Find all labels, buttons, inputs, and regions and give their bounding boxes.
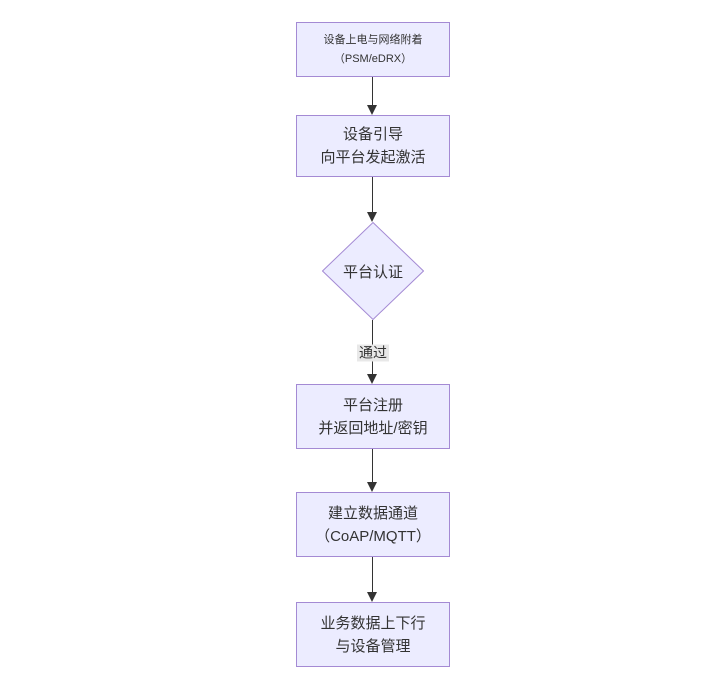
edge-arrow-4-shaft [372,449,373,483]
edge-arrow-1-shaft [372,77,373,106]
arrowhead-down-icon [367,105,377,115]
arrowhead-down-icon [367,482,377,492]
arrowhead-down-icon [367,374,377,384]
diamond-shape [322,222,424,320]
node-business-data: 业务数据上下行 与设备管理 [296,602,450,667]
node-device-power-attach: 设备上电与网络附着 （PSM/eDRX） [296,22,450,77]
node-platform-auth: 平台认证 [322,222,424,320]
node-text-line: （CoAP/MQTT） [315,527,431,545]
node-text-line: （PSM/eDRX） [333,52,413,65]
node-text-line: 业务数据上下行 [320,614,426,632]
node-text-line: 与设备管理 [335,637,411,655]
node-data-channel: 建立数据通道 （CoAP/MQTT） [296,492,450,557]
arrowhead-down-icon [367,212,377,222]
node-text-line: 向平台发起激活 [320,149,426,166]
arrowhead-down-icon [367,592,377,602]
node-text-line: 建立数据通道 [327,504,418,522]
node-text-line: 并返回地址/密钥 [318,419,428,437]
node-text-line: 设备上电与网络附着 [323,33,423,46]
edge-arrow-2-shaft [372,177,373,213]
node-text-line: 平台认证 [342,263,403,281]
node-platform-register: 平台注册 并返回地址/密钥 [296,384,450,449]
edge-label-pass: 通过 [357,344,389,362]
node-text-line: 设备引导 [342,126,403,143]
node-text-line: 平台注册 [342,396,403,414]
edge-arrow-5-shaft [372,557,373,593]
node-device-bootstrap: 设备引导 向平台发起激活 [296,115,450,177]
